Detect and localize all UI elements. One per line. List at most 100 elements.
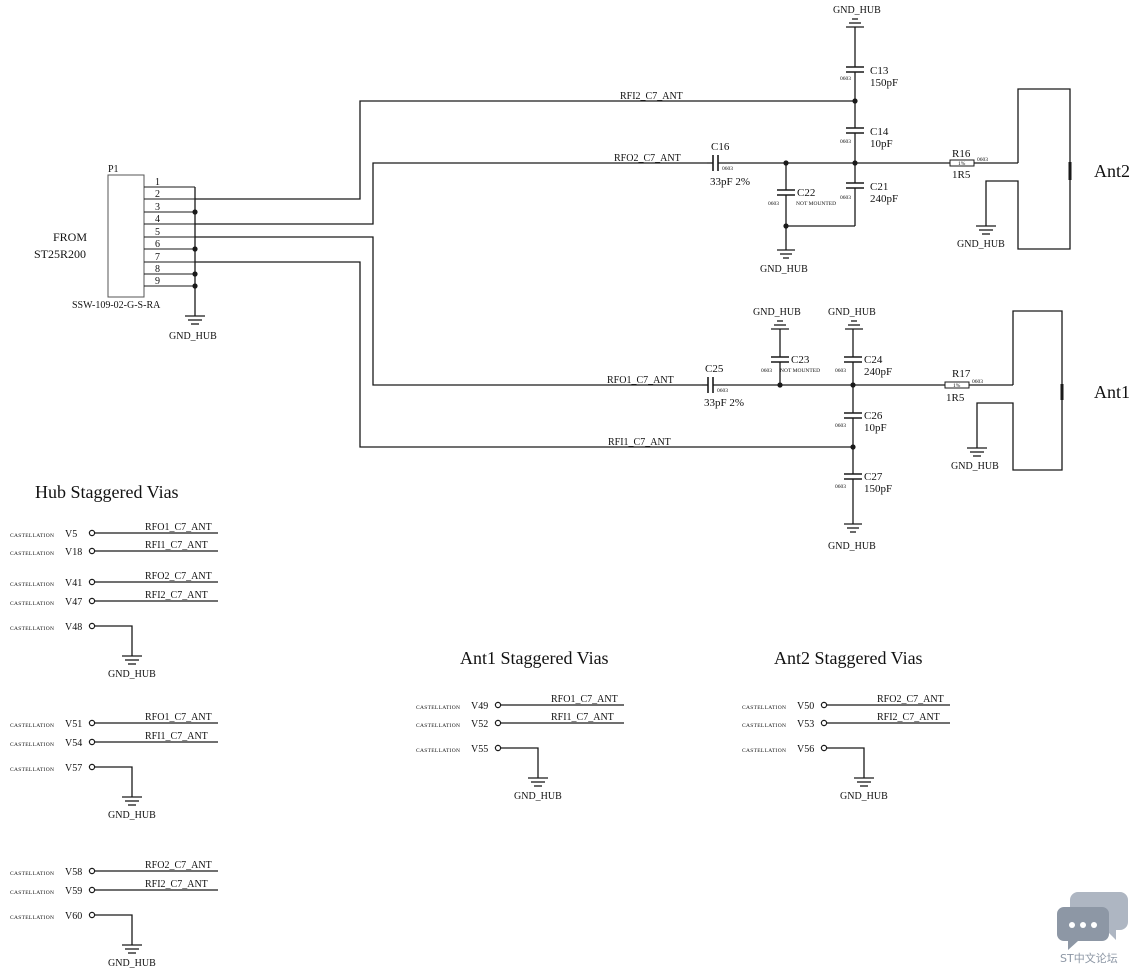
net-label-rfi2: RFI2_C7_ANT <box>620 91 683 102</box>
chat-bubbles-icon <box>1057 892 1128 950</box>
castellation-label: CASTELLATION <box>416 748 460 754</box>
via-net-label: RFI2_C7_ANT <box>145 879 208 890</box>
via-id: V58 <box>65 867 82 878</box>
castellation-label: CASTELLATION <box>10 890 54 896</box>
via-net-label: RFO1_C7_ANT <box>551 694 618 705</box>
via-id: V51 <box>65 719 82 730</box>
ground-label: GND_HUB <box>957 239 1005 250</box>
rf-traces <box>195 100 855 448</box>
castellation-label: CASTELLATION <box>10 626 54 632</box>
via-id: V48 <box>65 622 82 633</box>
via-pad <box>88 763 96 771</box>
c24-ref: C24 <box>864 354 883 366</box>
via-pad <box>88 911 96 919</box>
via-pad <box>820 744 828 752</box>
c21-package: 0603 <box>840 195 851 201</box>
c22-value: NOT MOUNTED <box>796 201 836 207</box>
c26-package: 0603 <box>835 423 846 429</box>
r17-value: 1R5 <box>946 392 965 404</box>
ground-symbol <box>845 320 863 330</box>
c26-value: 10pF <box>864 422 887 434</box>
ground-label: GND_HUB <box>753 307 801 318</box>
c16-value: 33pF 2% <box>710 176 750 188</box>
via-pad <box>88 622 96 630</box>
via-net-label: RFI1_C7_ANT <box>551 712 614 723</box>
ground-label: GND_HUB <box>760 264 808 275</box>
ant1-matching-network: GND_HUB C23 NOT MOUNTED 0603 GND_HUB C24… <box>702 307 1130 552</box>
pin-number: 2 <box>155 189 160 200</box>
source-label-line1: FROM <box>53 230 87 244</box>
castellation-label: CASTELLATION <box>10 871 54 877</box>
pin-number: 9 <box>155 276 160 287</box>
ground-symbol <box>854 777 874 787</box>
source-label-line2: ST25R200 <box>34 247 86 261</box>
r16-value: 1R5 <box>952 169 971 181</box>
via-pad <box>88 529 96 537</box>
via-id: V60 <box>65 911 82 922</box>
ground-symbol <box>122 944 142 954</box>
c25-value: 33pF 2% <box>704 397 744 409</box>
c24-value: 240pF <box>864 366 892 378</box>
via-pad <box>88 867 96 875</box>
via-net-label: RFO2_C7_ANT <box>145 571 212 582</box>
via-net-label: RFO1_C7_ANT <box>145 712 212 723</box>
via-net-label: RFO2_C7_ANT <box>145 860 212 871</box>
via-id: V59 <box>65 886 82 897</box>
ant2-vias-title: Ant2 Staggered Vias <box>774 648 923 668</box>
via-id: V57 <box>65 763 82 774</box>
c24-package: 0603 <box>835 368 846 374</box>
c14-value: 10pF <box>870 138 893 150</box>
pin-number: 5 <box>155 227 160 238</box>
via-id: V49 <box>471 701 488 712</box>
c25-package: 0603 <box>717 388 728 394</box>
castellation-label: CASTELLATION <box>10 601 54 607</box>
castellation-label: CASTELLATION <box>10 742 54 748</box>
via-row: CASTELLATION V49 RFO1_C7_ANT <box>416 694 624 712</box>
ant2-matching-network: GND_HUB C13 150pF 0603 C14 10pF 0603 C16… <box>707 5 1130 275</box>
c14-ref: C14 <box>870 126 889 138</box>
connector-p1: P1 SSW-109-02-G-S-RA FROM ST25R200 1 2 3… <box>34 164 217 342</box>
via-pad <box>88 597 96 605</box>
ground-symbol <box>967 447 987 457</box>
via-id: V41 <box>65 578 82 589</box>
c14-package: 0603 <box>840 139 851 145</box>
net-label-rfi1: RFI1_C7_ANT <box>608 437 671 448</box>
via-pad <box>820 701 828 709</box>
connector-part-number: SSW-109-02-G-S-RA <box>72 300 161 311</box>
ground-label: GND_HUB <box>108 669 156 680</box>
via-id: V56 <box>797 744 814 755</box>
via-row: CASTELLATION V59 RFI2_C7_ANT <box>10 879 218 897</box>
via-pad <box>494 744 502 752</box>
via-id: V5 <box>65 529 77 540</box>
antenna-ant2-label: Ant2 <box>1094 161 1130 181</box>
pin-number: 8 <box>155 264 160 275</box>
via-pad <box>494 701 502 709</box>
via-pad <box>88 719 96 727</box>
ground-label: GND_HUB <box>828 541 876 552</box>
ground-symbol <box>122 655 142 665</box>
castellation-label: CASTELLATION <box>742 705 786 711</box>
pin-number: 7 <box>155 252 160 263</box>
c27-ref: C27 <box>864 471 883 483</box>
watermark: ST中文论坛 <box>1057 892 1128 965</box>
via-id: V18 <box>65 547 82 558</box>
c21-ref: C21 <box>870 181 888 193</box>
net-label-rfo2: RFO2_C7_ANT <box>614 153 681 164</box>
ground-symbol <box>185 315 205 325</box>
via-id: V54 <box>65 738 82 749</box>
ground-symbol <box>528 777 548 787</box>
via-net-label: RFI2_C7_ANT <box>877 712 940 723</box>
castellation-label: CASTELLATION <box>416 705 460 711</box>
c27-package: 0603 <box>835 484 846 490</box>
